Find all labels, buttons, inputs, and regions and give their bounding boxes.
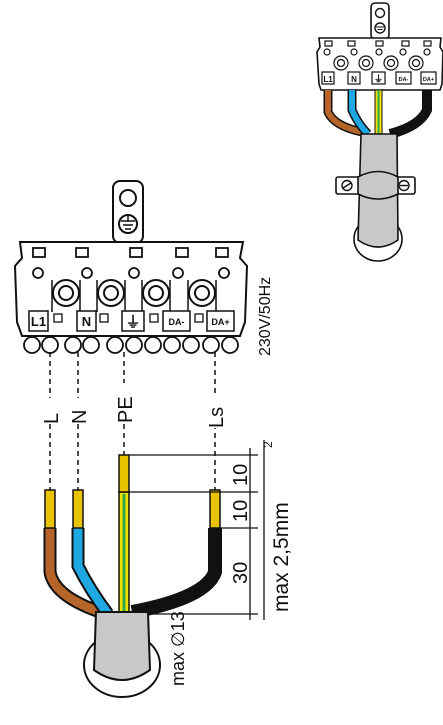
terminal-block: L1 N ⏚ DA- DA+	[13, 180, 249, 354]
wire-entries	[23, 336, 239, 354]
wire-label-pe: PE	[115, 396, 137, 423]
wire-label-n: N	[69, 410, 91, 424]
ferrule-pe	[118, 454, 130, 493]
cable-sheath	[92, 611, 152, 681]
connection-lines	[49, 352, 216, 490]
dimension-lines	[129, 440, 265, 620]
voltage-label: 230V/50Hz	[257, 277, 274, 356]
dimension-jacket: 30	[230, 562, 252, 584]
dimension-strip-pe: 10	[230, 464, 252, 486]
terminal-label-ground: ⏚	[125, 314, 140, 331]
large-screws	[52, 279, 216, 307]
dimension-cross-section: max 2,5mm	[270, 502, 293, 612]
dimension-cable-diameter: max ∅13	[168, 611, 188, 686]
mini-label-l1: L1	[323, 75, 333, 84]
ferrule-l	[44, 489, 56, 529]
wire-black	[130, 528, 222, 619]
terminal-label-n: N	[82, 314, 91, 329]
wire-label-ls: Ls	[206, 407, 228, 428]
mini-label-da-plus: DA+	[423, 77, 434, 83]
ferrule-n	[72, 489, 84, 529]
terminal-labels: L1 N ⏚ DA- DA+	[28, 310, 235, 332]
mini-label-da-minus: DA-	[399, 77, 409, 83]
top-slots	[32, 247, 229, 258]
small-screws	[32, 267, 230, 279]
wire-label-l: L	[41, 413, 63, 424]
terminal-label-l1: L1	[31, 314, 46, 329]
ferrule-ls	[209, 489, 221, 529]
assembled-view: L1 N ⏚ DA- DA+	[316, 2, 443, 262]
dimension-cross-section-sup: 2	[261, 441, 275, 448]
terminal-label-da-plus: DA+	[211, 317, 229, 327]
dimension-strip-other: 10	[230, 500, 252, 522]
mini-label-n: N	[351, 75, 357, 84]
tab-hole	[119, 189, 137, 207]
wire-labels: L N PE Ls	[40, 383, 228, 428]
mini-label-ground: ⏚	[374, 74, 383, 84]
terminal-label-da-minus: DA-	[169, 317, 185, 327]
cable	[43, 454, 222, 698]
